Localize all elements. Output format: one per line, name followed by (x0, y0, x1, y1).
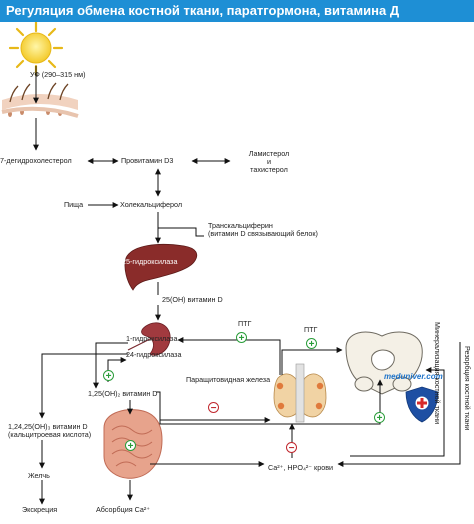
resorption-label: Резорбция костной ткани (463, 346, 472, 431)
vitd125-label: 1,25(OH)₂ витамин D (88, 389, 158, 398)
pth-bone-label: ПТГ (304, 325, 318, 334)
liver-icon (124, 244, 198, 291)
parathyroid-label: Паращитовидная железа (186, 375, 271, 384)
blood-label: Ca²⁺, HPO₄²⁻ крови (268, 463, 334, 472)
bile-label: Желчь (28, 471, 50, 480)
hydroxylase24-label: 24-гидроксилаза (126, 350, 182, 359)
dehydrocholesterol-label: 7-дегидрохолестерол (0, 156, 72, 165)
plus-sign-intestine: + (125, 440, 136, 452)
vitd12425-label: 1,24,25(OH)₃ витамин D (8, 422, 88, 431)
arrow-kidney-vitd125 (93, 342, 128, 389)
line-transcalciferin (158, 227, 204, 237)
kidney-icon (127, 322, 171, 356)
pelvis-icon (345, 331, 423, 395)
arrow-vitd125-bone (159, 379, 383, 425)
parathyroid-icon (273, 363, 327, 423)
hydroxylase25-label: 25-гидроксилаза (122, 257, 178, 266)
vitd25-label: 25(OH) витамин D (162, 295, 223, 304)
plus-sign-vitd125: + (103, 370, 114, 382)
sun-icon (8, 22, 64, 77)
hydroxylase1-label: 1-гидроксилаза (126, 334, 178, 343)
lumisterol-label: Ламистерол (248, 149, 290, 158)
absorption-label: Абсорбция Ca²⁺ (96, 505, 151, 514)
watermark-label: meduniver.com (384, 372, 443, 381)
arrow-pth-kidney (177, 337, 281, 375)
calcitroic-label: (кальцитроевая кислота) (8, 430, 92, 439)
shield-logo-icon (405, 386, 439, 423)
arrow-blood-bone (350, 367, 445, 457)
arrow-kidney-vitd12425 (39, 353, 128, 419)
and-label: и (266, 157, 271, 166)
arrow-bone-blood (337, 342, 461, 467)
pth-kidney-label: ПТГ (238, 319, 252, 328)
tachysterol-label: тахистерол (250, 165, 288, 174)
minus-sign-vitd125-parathyroid: − (208, 402, 219, 414)
provitamin-label: Провитамин D3 (121, 156, 174, 165)
mineralization-label: Минерализация костной ткани (433, 322, 442, 425)
skin-icon (1, 82, 79, 118)
transcalciferin-note-label: (витамин D связывающий белок) (208, 229, 318, 238)
plus-sign-pth-kidney: + (236, 332, 247, 344)
page-title: Регуляция обмена костной ткани, паратгор… (0, 0, 474, 22)
transcalciferin-label: Транскальциферин (208, 221, 273, 230)
food-label: Пища (64, 200, 84, 209)
plus-sign-bone: + (374, 412, 385, 424)
arrow-pth-bone (281, 347, 343, 375)
diagram-canvas (1, 22, 461, 505)
uv-label: УФ (290–315 нм) (30, 70, 86, 79)
plus-sign-pth-bone: + (306, 338, 317, 350)
cholecalciferol-label: Холекальциферол (120, 200, 183, 209)
excretion-label: Экскреция (22, 505, 58, 514)
minus-sign-blood-parathyroid: − (286, 442, 297, 454)
